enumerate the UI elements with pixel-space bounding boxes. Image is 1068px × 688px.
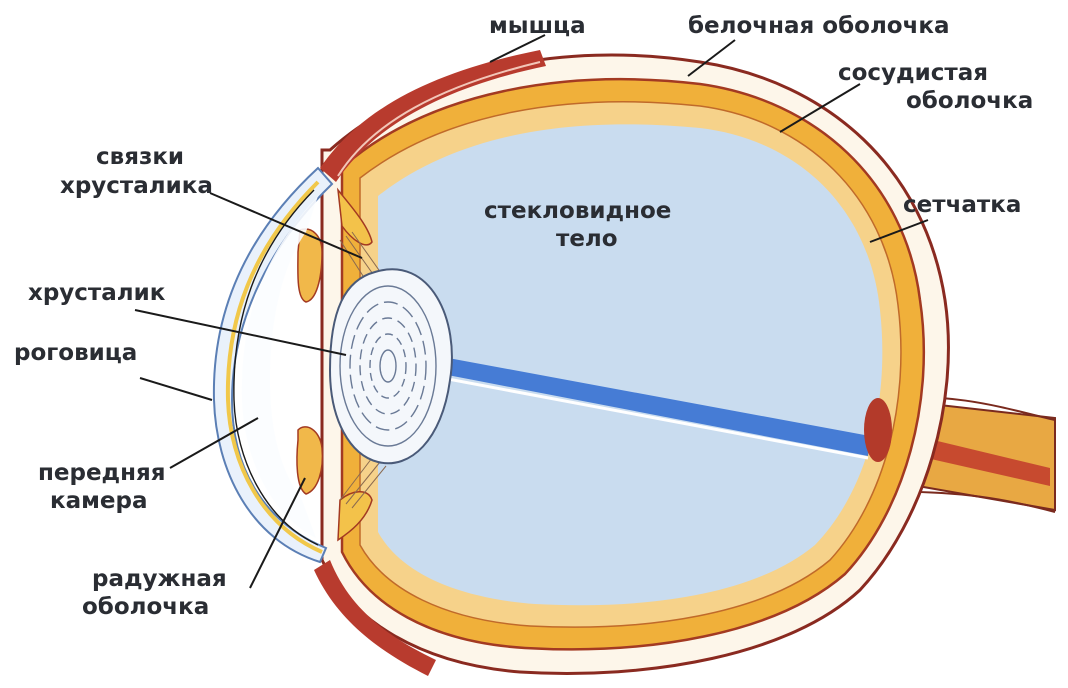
label-anterior-line2: камера: [50, 488, 148, 514]
label-cornea: роговица: [14, 340, 137, 366]
label-muscle: мышца: [489, 13, 586, 39]
label-lens: хрусталик: [28, 280, 166, 306]
label-iris-line2: оболочка: [82, 594, 209, 620]
label-ligaments-line1: связки: [96, 144, 184, 170]
label-anterior-line1: передняя: [38, 460, 166, 486]
label-sclera: белочная оболочка: [688, 13, 950, 39]
label-ligaments-line2: хрусталика: [60, 173, 213, 199]
label-retina: сетчатка: [903, 192, 1021, 218]
optic-disc: [864, 398, 892, 462]
leader-cornea: [140, 378, 212, 400]
label-vitreous-line2: тело: [556, 226, 618, 252]
cornea: [214, 168, 332, 562]
label-vitreous-line1: стекловидное: [484, 198, 671, 224]
label-iris-line1: радужная: [92, 566, 227, 592]
label-choroid-line1: сосудистая: [838, 60, 988, 86]
label-choroid-line2: оболочка: [906, 88, 1033, 114]
iris-bottom: [297, 427, 322, 494]
